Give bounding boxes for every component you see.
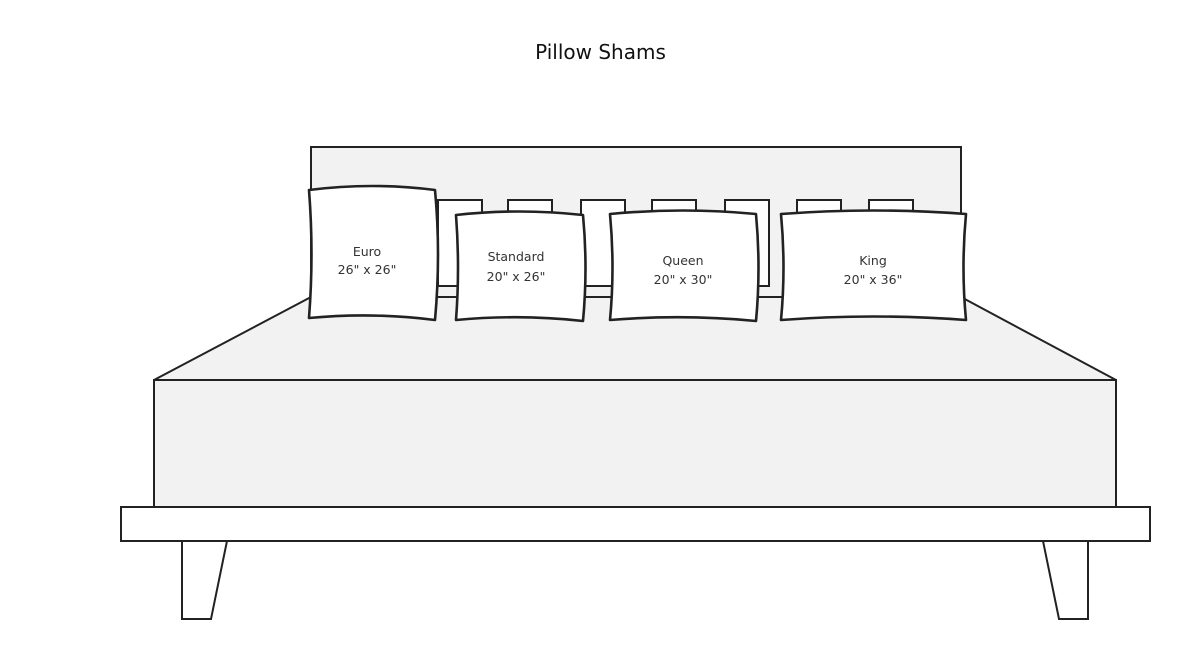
pillow-queen: Queen 20" x 30" [608, 209, 760, 323]
pillow-king: King 20" x 36" [779, 209, 968, 322]
mattress-front [153, 379, 1117, 509]
diagram-title: Pillow Shams [535, 40, 666, 64]
pillow-standard: Standard 20" x 26" [454, 210, 587, 323]
pillow-euro: Euro 26" x 26" [307, 184, 440, 322]
pillow-label: King [859, 253, 887, 268]
bed-leg-right [1041, 540, 1089, 620]
pillow-label: Standard [488, 249, 545, 264]
pillow-size: 20" x 26" [487, 269, 546, 284]
pillow-label: Queen [662, 253, 703, 268]
bed-leg-left [181, 540, 229, 620]
pillow-label: Euro [353, 244, 381, 259]
bed-frame [120, 506, 1151, 542]
pillow-size: 20" x 30" [654, 272, 713, 287]
pillow-size: 26" x 26" [338, 262, 397, 277]
pillow-size: 20" x 36" [844, 272, 903, 287]
